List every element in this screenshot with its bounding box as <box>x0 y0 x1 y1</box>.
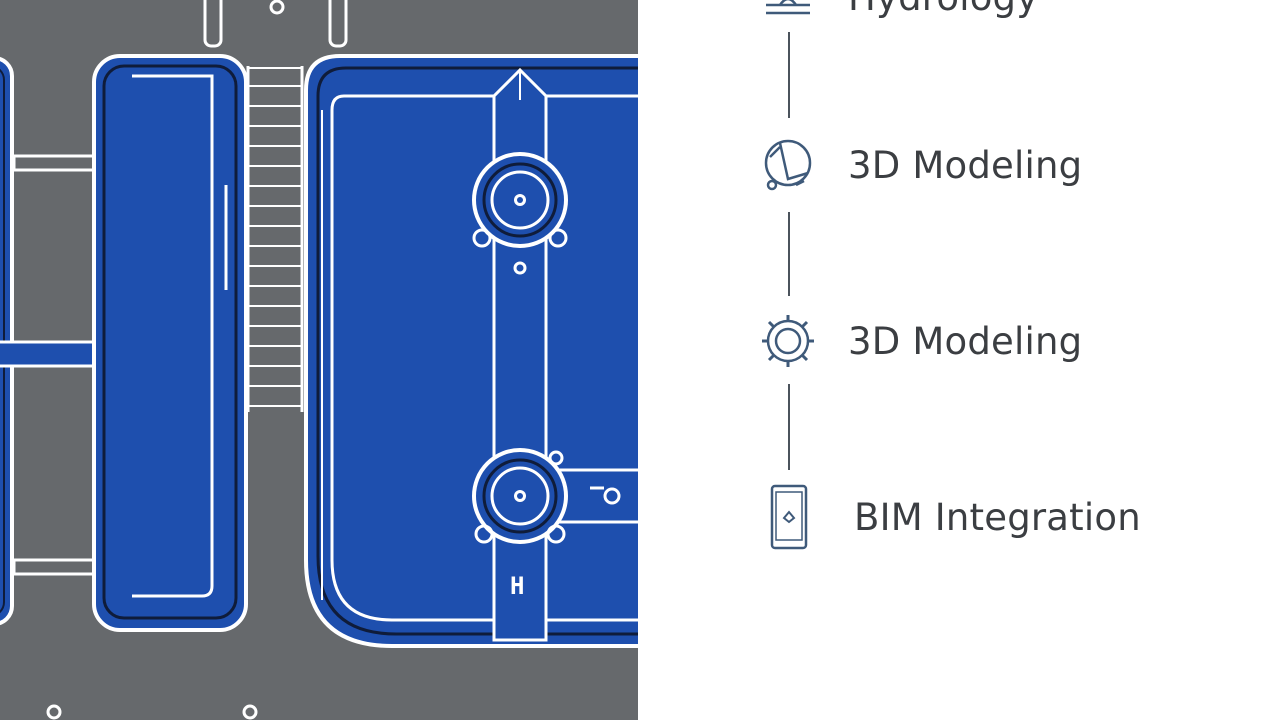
feature-item-hydrology[interactable]: Hydrology <box>752 0 1252 32</box>
feature-label: BIM Integration <box>854 495 1141 539</box>
gear-icon <box>752 306 824 376</box>
feature-item-3d-modeling[interactable]: 3D Modeling <box>752 306 1252 376</box>
feature-label: 3D Modeling <box>848 143 1083 187</box>
compass-drafting-icon <box>752 130 824 200</box>
valve-wheel-upper <box>472 152 568 275</box>
feature-item-bim-integration[interactable]: BIM Integration <box>752 482 1252 552</box>
feature-list-panel: Hydrology 3D Modeling 3D Modeling <box>638 0 1280 720</box>
water-level-icon <box>752 0 824 32</box>
anchor-bolts <box>46 704 258 720</box>
gate-mark-label: H <box>510 572 524 600</box>
connector-line <box>788 32 790 118</box>
connector-line <box>788 212 790 296</box>
feature-label: 3D Modeling <box>848 319 1083 363</box>
channel-plan-drawing: H <box>0 0 638 720</box>
top-pipe-left <box>203 0 348 48</box>
ladder-walkway <box>246 66 304 412</box>
cross-pipe-top <box>12 154 98 172</box>
feature-item-3d-modeling[interactable]: 3D Modeling <box>752 130 1252 200</box>
blueprint-diagram: H <box>0 0 638 720</box>
valve-wheel-lower <box>472 448 568 544</box>
cross-pipe-bottom <box>12 558 98 576</box>
feature-label: Hydrology <box>848 0 1038 19</box>
channel-large-right <box>304 54 638 648</box>
tablet-icon <box>752 482 824 552</box>
connector-line <box>788 384 790 470</box>
channel-middle <box>92 54 248 632</box>
